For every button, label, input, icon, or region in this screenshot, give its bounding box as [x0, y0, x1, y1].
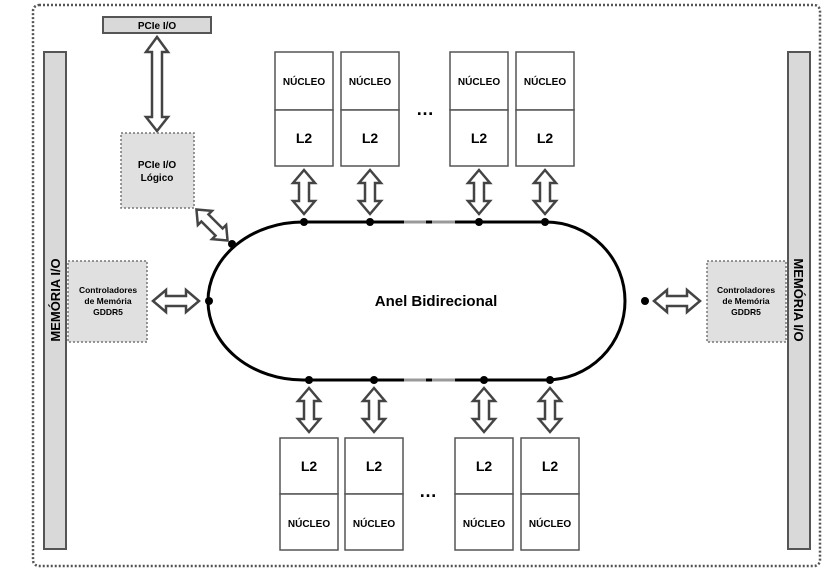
memory-io-left-bar: MEMÓRIA I/O: [43, 51, 67, 550]
core-arrow-bottom-1: [296, 386, 322, 434]
ring-direction-marks: [404, 220, 455, 382]
mem-arrow-left: [151, 288, 201, 314]
core-block-top-2: NÚCLEO L2: [340, 51, 400, 167]
core-arrow-bottom-3: [471, 386, 497, 434]
l2-label: L2: [542, 458, 559, 474]
core-block-top-4: NÚCLEO L2: [515, 51, 575, 167]
core-block-top-3: NÚCLEO L2: [449, 51, 509, 167]
ring-nodes: [205, 218, 649, 384]
pcie-vertical-arrow: [143, 34, 171, 134]
core-label: NÚCLEO: [463, 517, 505, 530]
pcie-logic-line1: PCIe I/O: [138, 160, 177, 171]
mem-arrow-right: [652, 288, 702, 314]
core-arrow-bottom-4: [537, 386, 563, 434]
l2-label: L2: [301, 458, 318, 474]
mem-ctrl-right-line3: GDDR5: [731, 307, 761, 317]
core-label: NÚCLEO: [349, 75, 391, 88]
core-arrow-bottom-2: [361, 386, 387, 434]
l2-label: L2: [537, 130, 554, 146]
pcie-logic-block: PCIe I/O Lógico: [120, 132, 195, 209]
core-arrow-top-2: [357, 168, 383, 216]
l2-label: L2: [476, 458, 493, 474]
core-arrow-top-4: [532, 168, 558, 216]
core-label: NÚCLEO: [458, 75, 500, 88]
core-block-bottom-3: L2 NÚCLEO: [454, 437, 514, 551]
mem-ctrl-left-line1: Controladores: [79, 285, 137, 295]
core-label: NÚCLEO: [283, 75, 325, 88]
memory-io-right-bar: MEMÓRIA I/O: [787, 51, 811, 550]
ellipsis-top: …: [416, 99, 434, 119]
core-label: NÚCLEO: [529, 517, 571, 530]
memory-controller-right: Controladores de Memória GDDR5: [706, 260, 787, 343]
core-block-bottom-4: L2 NÚCLEO: [520, 437, 580, 551]
core-label: NÚCLEO: [353, 517, 395, 530]
core-block-bottom-2: L2 NÚCLEO: [344, 437, 404, 551]
memory-io-left-label: MEMÓRIA I/O: [48, 258, 63, 341]
l2-label: L2: [362, 130, 379, 146]
mem-ctrl-left-line3: GDDR5: [93, 307, 123, 317]
pcie-logic-line2: Lógico: [141, 173, 174, 184]
core-arrow-top-1: [291, 168, 317, 216]
pcie-io-label: PCIe I/O: [138, 21, 177, 32]
mem-ctrl-right-line1: Controladores: [717, 285, 775, 295]
memory-controller-left: Controladores de Memória GDDR5: [67, 260, 148, 343]
outer-border: [31, 3, 822, 568]
memory-io-right-label: MEMÓRIA I/O: [791, 258, 806, 341]
l2-label: L2: [366, 458, 383, 474]
mem-ctrl-right-line2: de Memória: [722, 296, 770, 306]
core-block-bottom-1: L2 NÚCLEO: [279, 437, 339, 551]
pcie-io-bar: PCIe I/O: [102, 16, 212, 34]
pcie-ring-arrow: [195, 208, 229, 242]
core-arrow-top-3: [466, 168, 492, 216]
l2-label: L2: [296, 130, 313, 146]
core-block-top-1: NÚCLEO L2: [274, 51, 334, 167]
l2-label: L2: [471, 130, 488, 146]
ring: [206, 220, 627, 382]
core-label: NÚCLEO: [524, 75, 566, 88]
core-label: NÚCLEO: [288, 517, 330, 530]
ellipsis-bottom: …: [419, 481, 437, 501]
mem-ctrl-left-line2: de Memória: [84, 296, 132, 306]
ring-label: Anel Bidirecional: [375, 293, 498, 310]
